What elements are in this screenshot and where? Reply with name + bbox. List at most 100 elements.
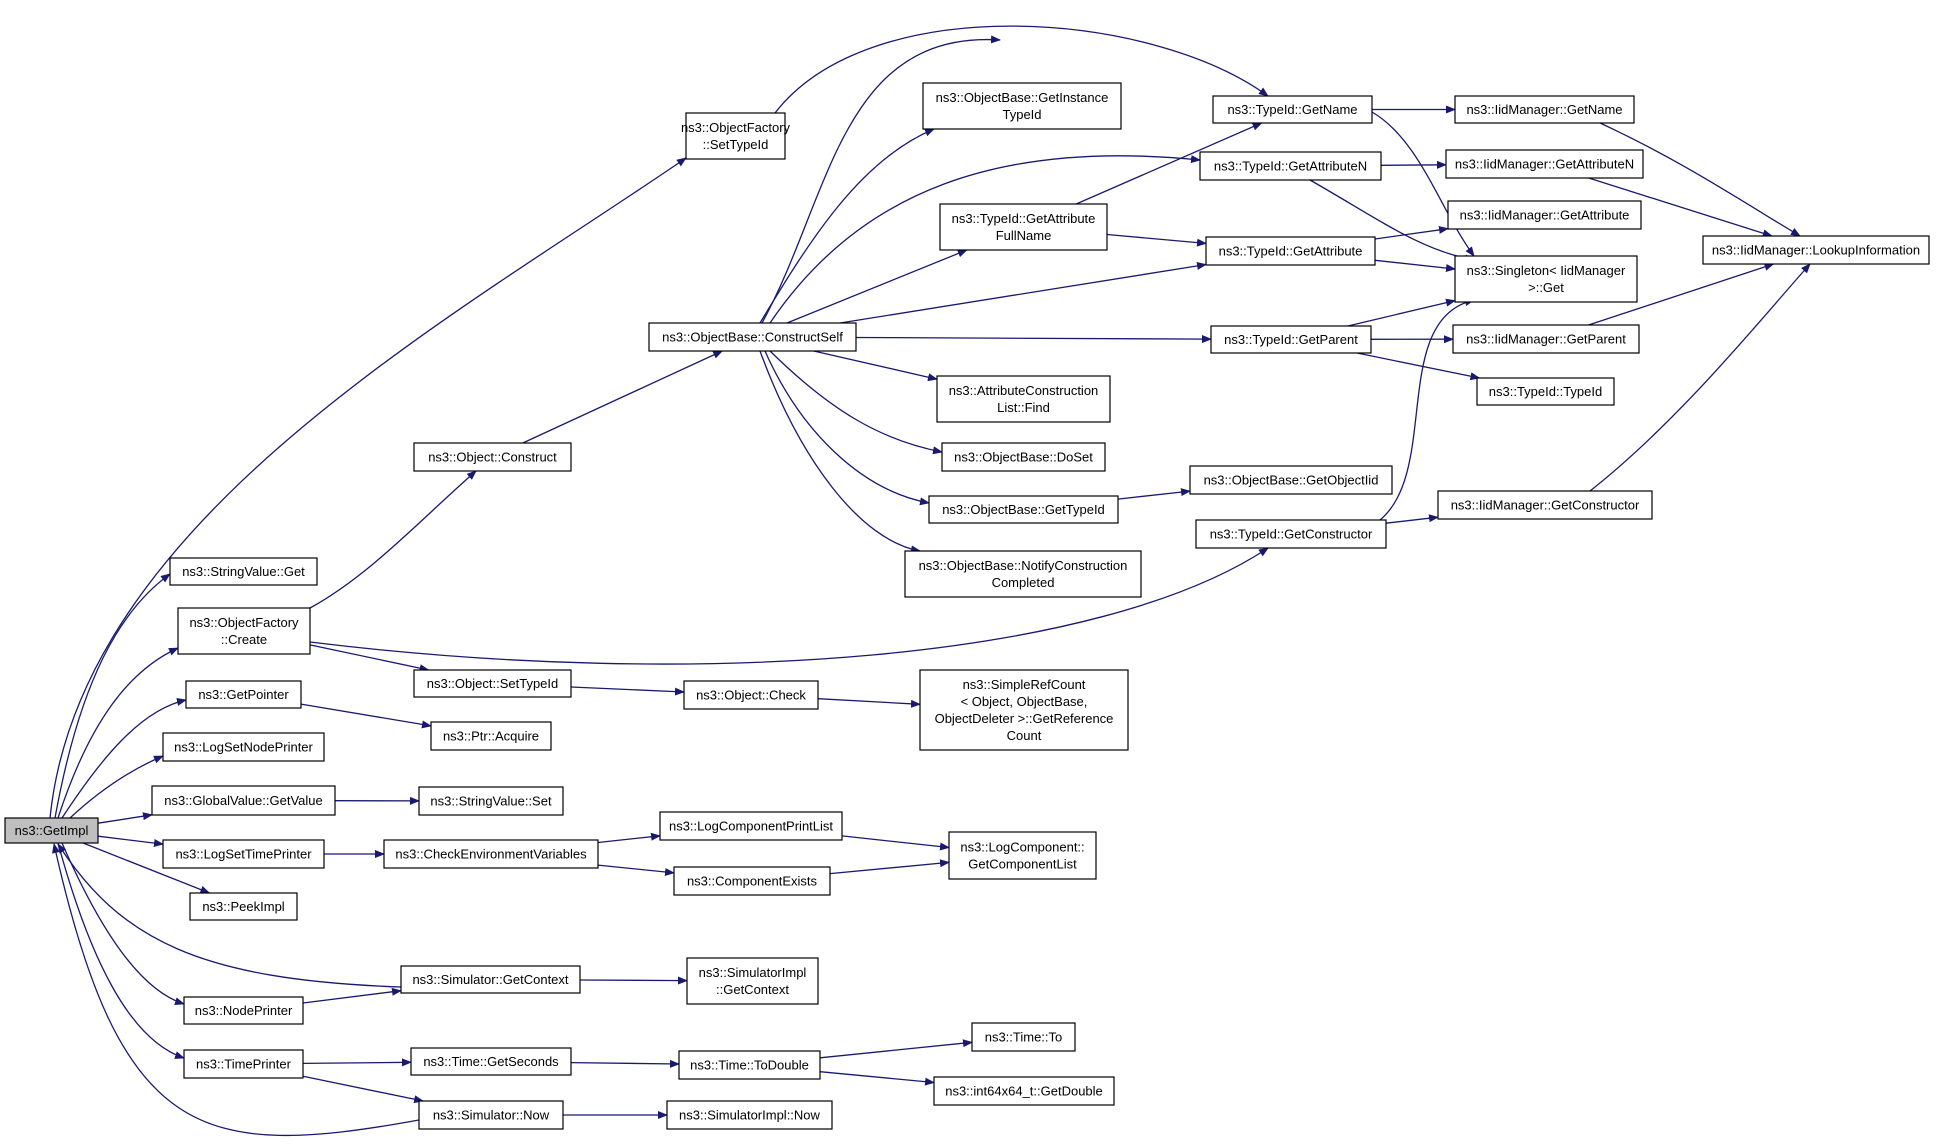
node-label: ns3::SimulatorImpl — [699, 965, 807, 980]
node-tid_getname[interactable]: ns3::TypeId::GetName — [1212, 95, 1373, 124]
edge-iid_getname-to-iid_lookupinformation — [1599, 122, 1801, 237]
node-ob_gettypeid[interactable]: ns3::ObjectBase::GetTypeId — [928, 495, 1119, 524]
node-iid_getparent[interactable]: ns3::IidManager::GetParent — [1452, 324, 1640, 354]
node-box — [936, 375, 1111, 423]
node-label: ns3::LogComponentPrintList — [669, 819, 833, 834]
node-label: ns3::Time::To — [985, 1030, 1063, 1045]
node-logcomponent_getcomponentlist[interactable]: ns3::LogComponent::GetComponentList — [948, 831, 1097, 880]
node-label: ns3::ObjectFactory — [681, 120, 791, 135]
edge-componentexists-to-logcomponent_getcomponentlist — [829, 859, 950, 875]
node-iid_getattribute[interactable]: ns3::IidManager::GetAttribute — [1447, 200, 1642, 230]
node-box — [686, 957, 819, 1005]
edge-timeprinter-to-sim_now — [302, 1075, 425, 1104]
node-iid_getattributen[interactable]: ns3::IidManager::GetAttributeN — [1445, 149, 1644, 179]
node-label: GetComponentList — [968, 857, 1077, 872]
node-box — [177, 607, 311, 655]
node-label: ns3::IidManager::GetAttributeN — [1455, 157, 1634, 172]
node-box — [1205, 236, 1376, 266]
node-sim_getcontext[interactable]: ns3::Simulator::GetContext — [400, 965, 581, 994]
node-ob_notifyconstructioncompleted[interactable]: ns3::ObjectBase::NotifyConstructionCompl… — [904, 550, 1142, 598]
edge-tid_getparent-to-tid_typeid — [1356, 352, 1481, 381]
edge-object_construct-to-ob_constructself — [522, 350, 724, 444]
node-object_check[interactable]: ns3::Object::Check — [683, 680, 819, 710]
edge-getimpl-to-stringvalue_get — [54, 573, 171, 819]
node-time_getseconds[interactable]: ns3::Time::GetSeconds — [410, 1047, 572, 1076]
node-int64x64_getdouble[interactable]: ns3::int64x64_t::GetDouble — [933, 1076, 1115, 1106]
node-logsettimeprinter[interactable]: ns3::LogSetTimePrinter — [162, 839, 325, 869]
node-tid_getattributen[interactable]: ns3::TypeId::GetAttributeN — [1199, 151, 1382, 181]
node-sim_now[interactable]: ns3::Simulator::Now — [418, 1100, 564, 1130]
node-iid_getname[interactable]: ns3::IidManager::GetName — [1454, 95, 1635, 124]
edge-sim_getcontext-to-getimpl — [57, 843, 402, 988]
node-tid_getparent[interactable]: ns3::TypeId::GetParent — [1210, 325, 1372, 354]
node-stringvalue_get[interactable]: ns3::StringValue::Get — [169, 557, 318, 586]
node-timeprinter[interactable]: ns3::TimePrinter — [183, 1049, 304, 1079]
node-time_todouble[interactable]: ns3::Time::ToDouble — [678, 1050, 821, 1080]
node-label: ns3::IidManager::LookupInformation — [1712, 243, 1920, 258]
node-box — [1454, 95, 1635, 124]
node-peekimpl[interactable]: ns3::PeekImpl — [189, 892, 298, 921]
node-label: ns3::Time::GetSeconds — [423, 1054, 559, 1069]
node-box — [648, 322, 857, 352]
node-simplerefcount[interactable]: ns3::SimpleRefCount< Object, ObjectBase,… — [919, 669, 1129, 751]
node-gv_getvalue[interactable]: ns3::GlobalValue::GetValue — [151, 785, 336, 816]
node-time_to[interactable]: ns3::Time::To — [971, 1022, 1076, 1052]
node-componentexists[interactable]: ns3::ComponentExists — [673, 866, 831, 896]
node-label: ns3::Singleton< IidManager — [1467, 263, 1626, 278]
node-box — [685, 112, 786, 160]
edge-getimpl-to-logsettimeprinter — [97, 835, 164, 847]
node-simimpl_getcontext[interactable]: ns3::SimulatorImpl::GetContext — [686, 957, 819, 1005]
node-stringvalue_set[interactable]: ns3::StringValue::Set — [418, 786, 564, 816]
edge-nodeprinter-to-sim_getcontext — [302, 987, 402, 1004]
node-box — [1702, 235, 1930, 265]
node-label: ns3::Simulator::GetContext — [412, 972, 568, 987]
node-iid_lookupinformation[interactable]: ns3::IidManager::LookupInformation — [1702, 235, 1930, 265]
node-object_construct[interactable]: ns3::Object::Construct — [413, 442, 572, 472]
node-box — [1437, 490, 1653, 520]
node-logcomponentprintlist[interactable]: ns3::LogComponentPrintList — [659, 811, 843, 841]
node-box — [928, 495, 1119, 524]
node-of_settypeid[interactable]: ns3::ObjectFactory::SetTypeId — [681, 112, 791, 160]
edge-iid_getparent-to-iid_lookupinformation — [1588, 263, 1775, 326]
node-box — [430, 721, 552, 751]
node-ob_doset[interactable]: ns3::ObjectBase::DoSet — [941, 442, 1106, 472]
node-label: ns3::int64x64_t::GetDouble — [945, 1084, 1103, 1099]
edge-tid_getattributen-to-iid_getattributen — [1380, 160, 1447, 169]
node-box — [1195, 519, 1387, 549]
node-logsetnodeprinter[interactable]: ns3::LogSetNodePrinter — [162, 732, 325, 762]
node-box — [1189, 465, 1393, 495]
node-box — [1445, 149, 1644, 179]
edge-time_todouble-to-int64x64_getdouble — [819, 1071, 935, 1086]
node-iid_getconstructor[interactable]: ns3::IidManager::GetConstructor — [1437, 490, 1653, 520]
edges-layer — [49, 25, 1811, 1137]
node-label: ns3::Simulator::Now — [433, 1108, 550, 1123]
node-ob_constructself[interactable]: ns3::ObjectBase::ConstructSelf — [648, 322, 857, 352]
node-ptr_acquire[interactable]: ns3::Ptr::Acquire — [430, 721, 552, 751]
node-nodeprinter[interactable]: ns3::NodePrinter — [183, 996, 304, 1025]
node-tid_getconstructor[interactable]: ns3::TypeId::GetConstructor — [1195, 519, 1387, 549]
node-object_settypeid[interactable]: ns3::Object::SetTypeId — [413, 669, 572, 698]
edge-tid_getconstructor-to-singleton_get — [1379, 298, 1475, 521]
node-label: ns3::StringValue::Set — [430, 794, 552, 809]
node-label: ns3::StringValue::Get — [182, 564, 305, 579]
node-simimpl_now[interactable]: ns3::SimulatorImpl::Now — [666, 1100, 833, 1130]
node-tid_typeid[interactable]: ns3::TypeId::TypeId — [1476, 377, 1615, 406]
edge-of_create-to-object_settypeid — [309, 644, 430, 673]
node-of_create[interactable]: ns3::ObjectFactory::Create — [177, 607, 311, 655]
node-label: ns3::Object::Check — [696, 688, 806, 703]
node-getimpl[interactable]: ns3::GetImpl — [4, 817, 99, 844]
node-box — [183, 996, 304, 1025]
node-getpointer[interactable]: ns3::GetPointer — [185, 680, 302, 709]
node-ob_getobjectiid[interactable]: ns3::ObjectBase::GetObjectIid — [1189, 465, 1393, 495]
node-label: ns3::ObjectBase::ConstructSelf — [662, 330, 843, 345]
node-label: ObjectDeleter >::GetReference — [935, 711, 1114, 726]
node-checkenv[interactable]: ns3::CheckEnvironmentVariables — [383, 839, 599, 869]
node-tid_getattribute[interactable]: ns3::TypeId::GetAttribute — [1205, 236, 1376, 266]
node-label: ns3::TypeId::GetAttribute — [952, 211, 1096, 226]
node-box — [151, 785, 336, 816]
node-singleton_get[interactable]: ns3::Singleton< IidManager>::Get — [1454, 255, 1638, 303]
